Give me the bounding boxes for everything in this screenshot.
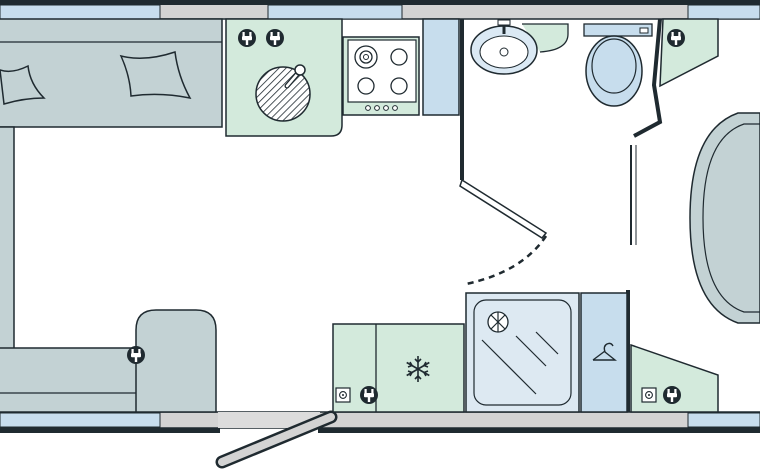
- lower-counter: [332, 323, 465, 413]
- hob-burner: [357, 77, 375, 95]
- round-sink-icon: [255, 66, 311, 122]
- snowflake-icon: [406, 356, 430, 382]
- shower-glass-line: [535, 331, 559, 355]
- entrance-doorway: [218, 412, 320, 428]
- window-top-2: [267, 4, 403, 20]
- top-wall-outer-edge: [0, 0, 760, 5]
- front-seat-end-cushion: [135, 309, 217, 413]
- rear-bed-inner: [702, 123, 760, 313]
- front-seat-side: [0, 126, 15, 351]
- shower-glass-line: [481, 339, 537, 395]
- aerial-socket-icon: [335, 387, 351, 403]
- aerial-socket-icon: [641, 387, 657, 403]
- hob-knobs: [365, 105, 398, 111]
- door-swing-arc: [465, 235, 548, 286]
- front-seat-bottom: [0, 347, 139, 413]
- washroom-wall-right: [633, 18, 663, 138]
- entrance-door-inner: [218, 413, 335, 466]
- window-bottom-1: [0, 412, 161, 428]
- bottom-wall-outer-edge-right: [318, 428, 760, 433]
- toilet-flush-button: [639, 27, 649, 34]
- kitchen-counter-top: [225, 18, 460, 137]
- plug-icon: [127, 346, 145, 364]
- hob-burner: [390, 48, 408, 66]
- pillow-2: [119, 50, 192, 100]
- shower-head-icon: [487, 311, 509, 333]
- toilet-seat: [591, 38, 637, 94]
- front-lounge: [0, 18, 223, 413]
- plug-icon: [360, 386, 378, 404]
- tall-cupboard: [422, 18, 460, 116]
- pillow-1: [0, 64, 46, 105]
- corner-unit-top-right: [659, 18, 719, 88]
- hob-burner-large-center: [363, 54, 369, 60]
- sink-tap-base: [497, 19, 511, 26]
- shower-glass-line: [515, 335, 547, 367]
- kitchen-counter-bottom: [332, 323, 465, 413]
- plug-icon: [238, 29, 256, 47]
- window-bottom-2: [687, 412, 760, 428]
- rear-bed: [689, 112, 760, 324]
- washroom-door: [459, 178, 548, 239]
- coat-hanger-icon: [592, 342, 617, 361]
- washroom: [459, 18, 663, 413]
- plug-icon: [663, 386, 681, 404]
- sink-drain: [499, 47, 509, 57]
- vanity-shelf: [522, 23, 569, 53]
- bottom-wall-outer-edge: [0, 428, 220, 433]
- window-top-1: [0, 4, 161, 20]
- plug-icon: [667, 29, 685, 47]
- hob-burner: [390, 77, 408, 95]
- window-top-3: [687, 4, 760, 20]
- plug-icon: [266, 29, 284, 47]
- front-seat-top: [0, 18, 223, 128]
- tap-base: [294, 64, 306, 76]
